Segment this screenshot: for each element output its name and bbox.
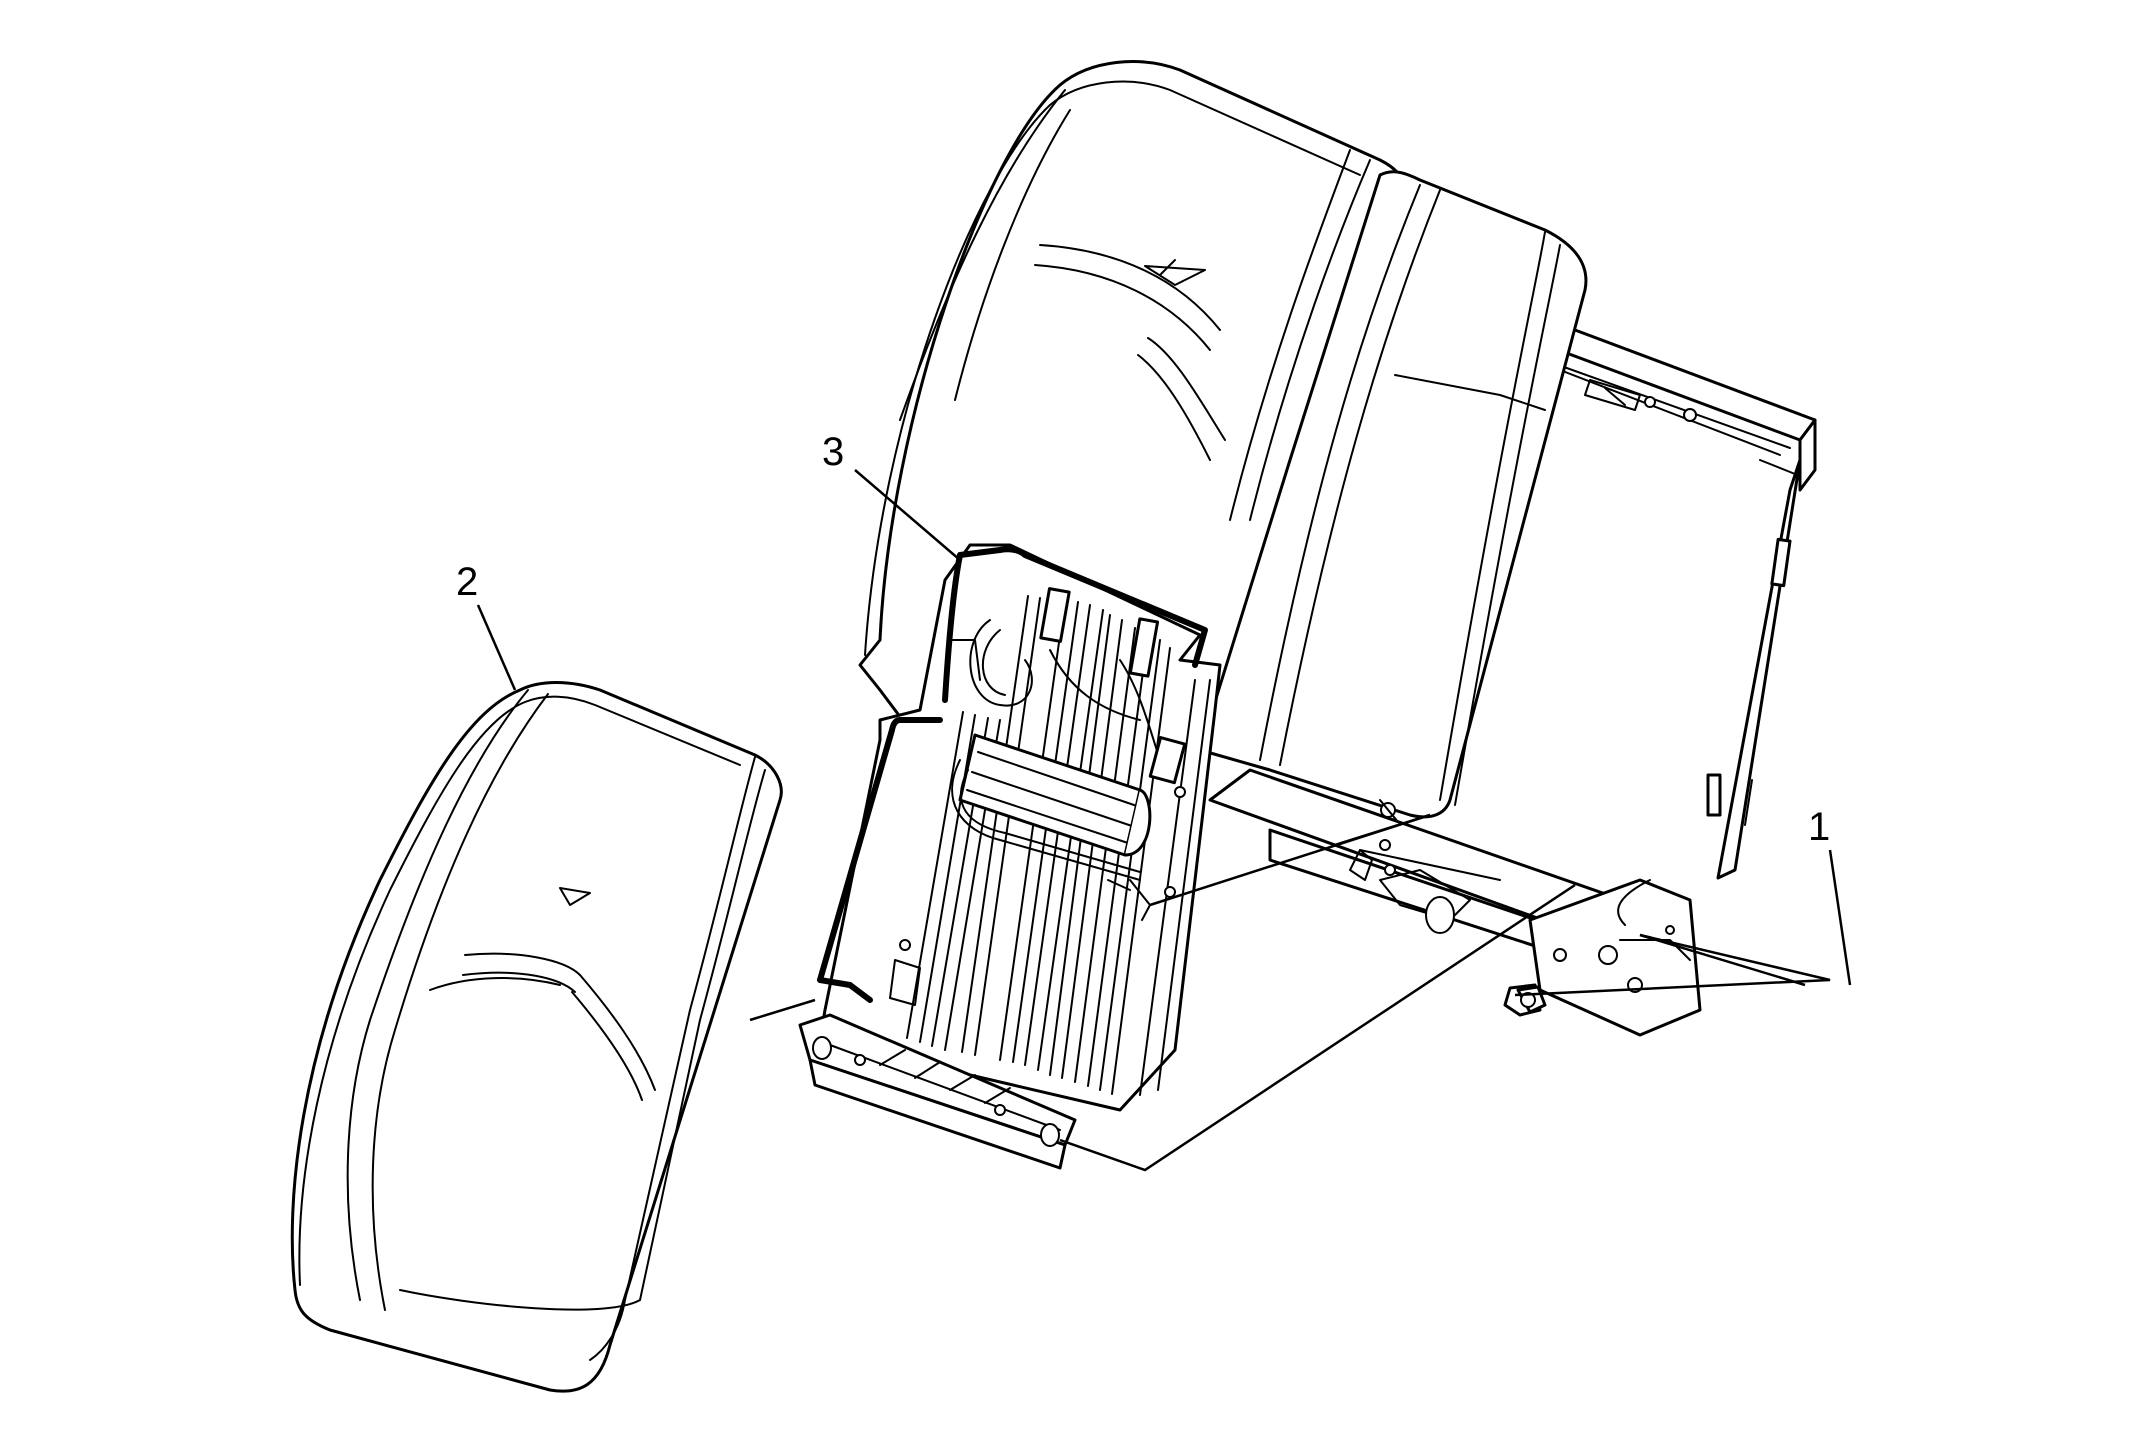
frame-bottom-rail <box>798 1013 1077 1170</box>
frame-rods <box>906 595 1211 1096</box>
wiring-harness <box>889 587 1187 1006</box>
seat-back-cushion-panel <box>290 681 783 1393</box>
bolt <box>1503 983 1547 1017</box>
callout-label-2: 2 <box>456 560 478 604</box>
callout-label-1: 1 <box>1808 805 1830 849</box>
leader-1 <box>1828 849 1852 986</box>
callout-label-3: 3 <box>822 430 844 474</box>
assembly-guide-lines <box>749 813 1831 1172</box>
leader-2 <box>476 604 517 691</box>
seat-back-frame <box>1208 328 1817 1037</box>
callout-leaders <box>476 469 1852 986</box>
seat-back-heater-frame <box>798 543 1222 1170</box>
leader-3 <box>854 469 961 561</box>
